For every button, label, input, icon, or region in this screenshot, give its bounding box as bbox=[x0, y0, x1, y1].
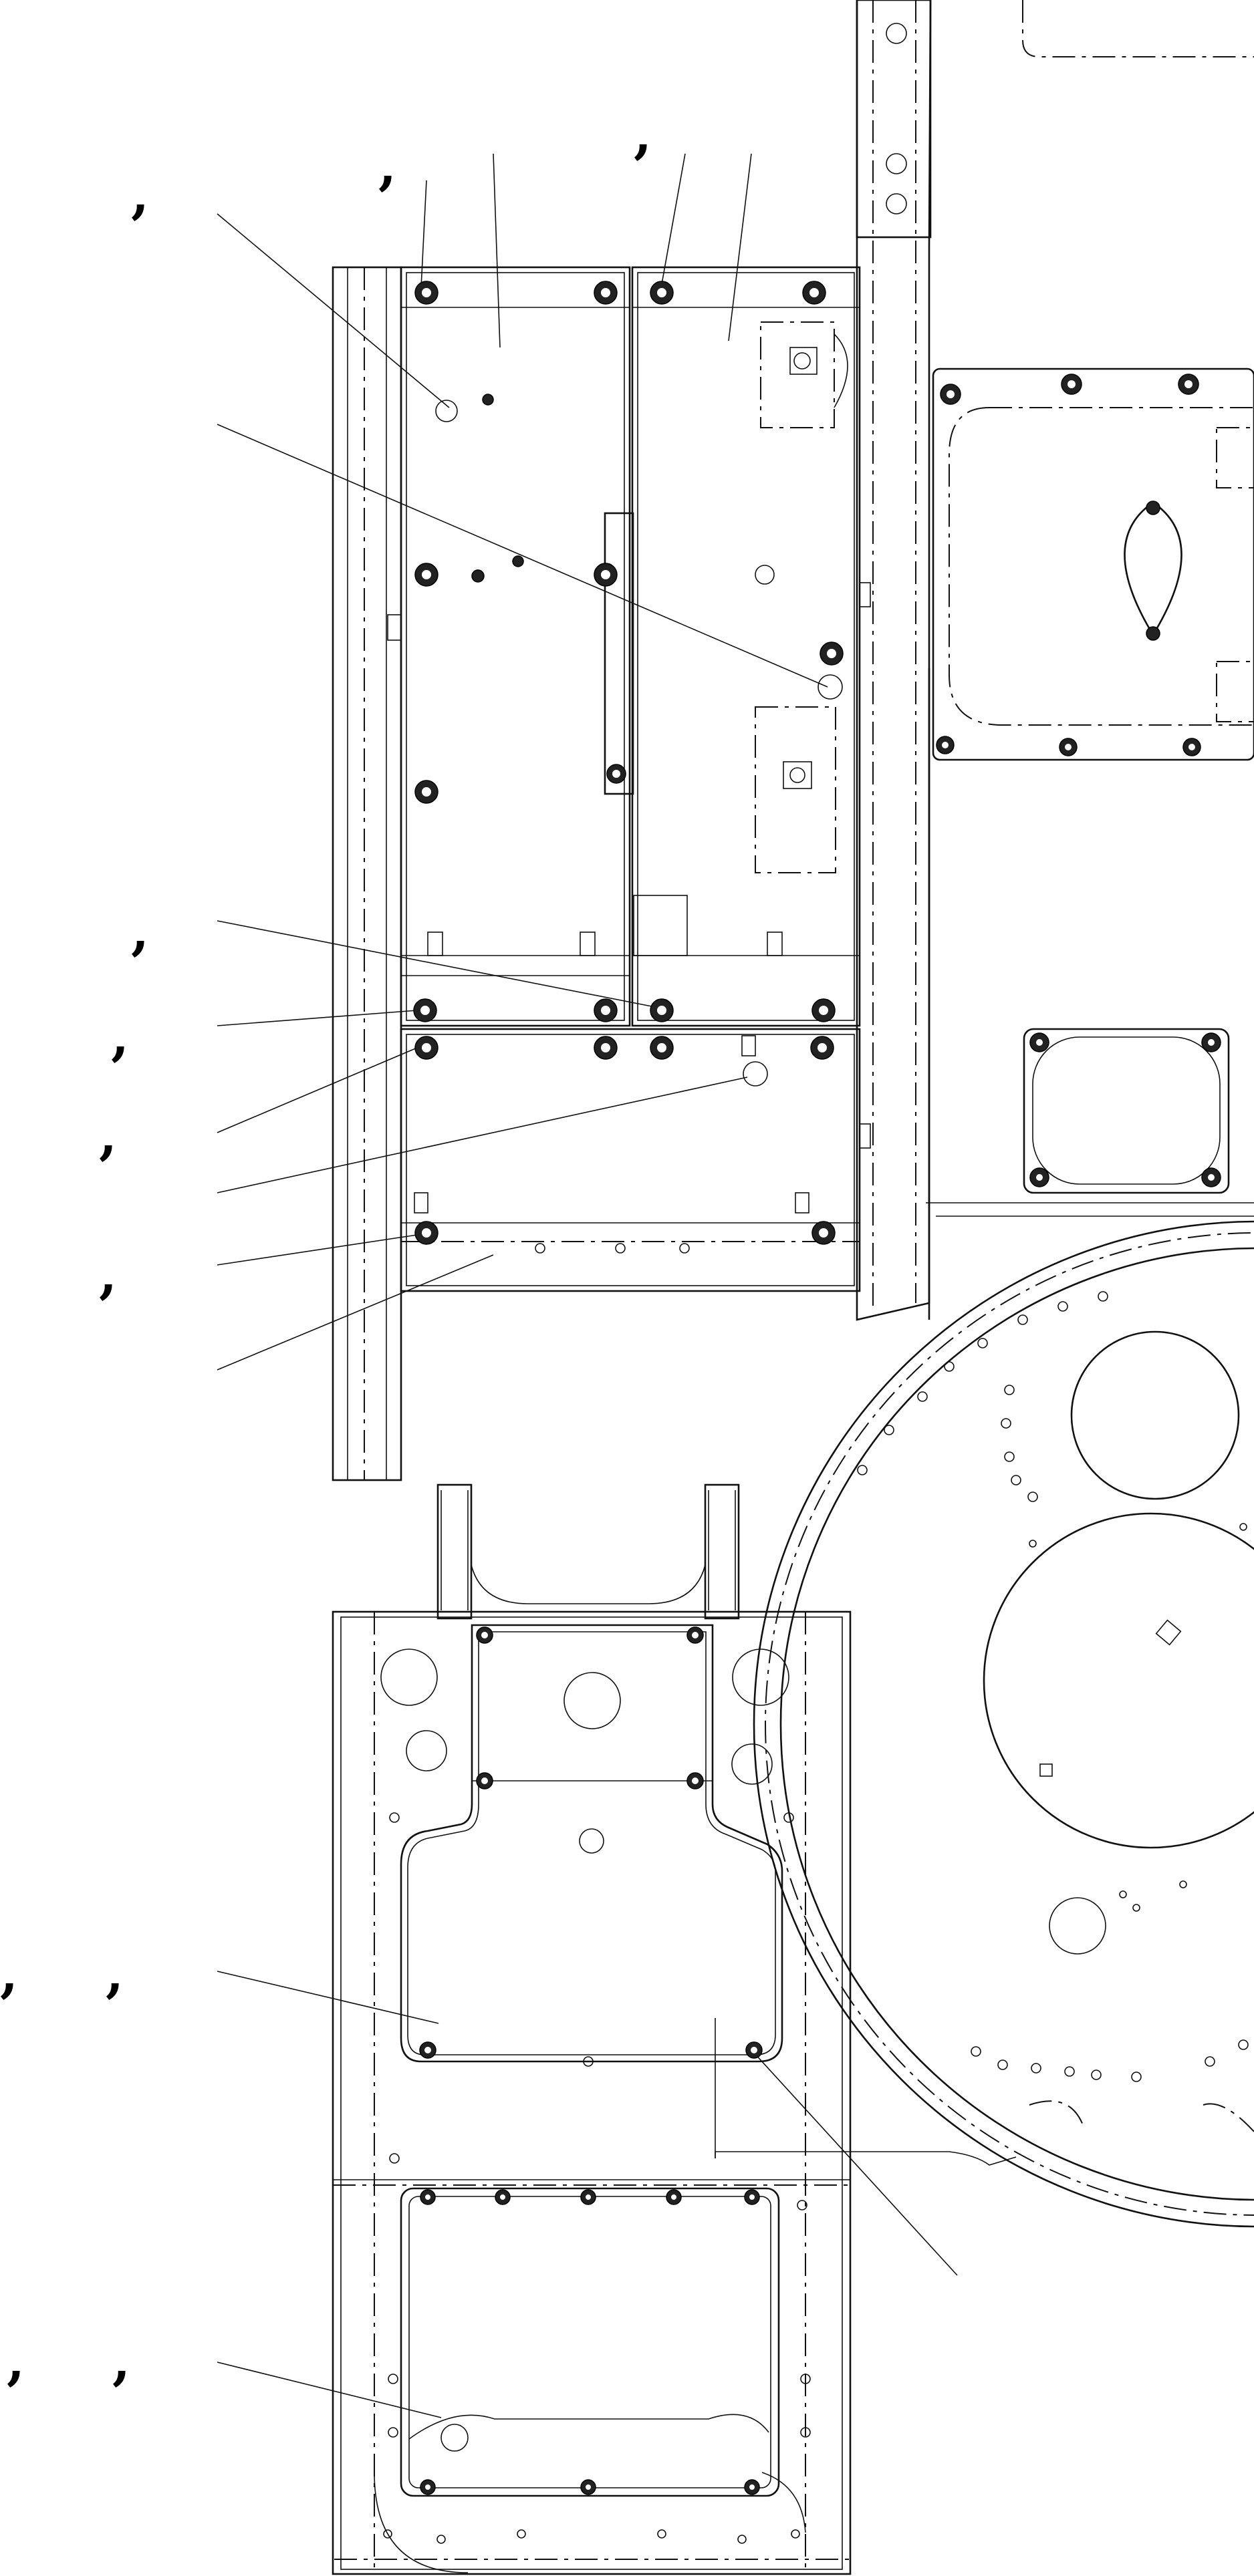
callout-mark: , bbox=[0, 1943, 18, 2004]
callout-mark: , bbox=[7, 2331, 25, 2392]
frame-edges bbox=[926, 668, 1254, 1320]
callout-mark: , bbox=[634, 104, 652, 165]
callout-mark: , bbox=[106, 1943, 124, 2004]
middle-cover-panel bbox=[400, 1028, 871, 1292]
callout-mark: , bbox=[378, 136, 396, 196]
left-rail bbox=[332, 266, 402, 1481]
lower-frame bbox=[332, 1483, 852, 2575]
upper-right-cover-panel bbox=[631, 266, 871, 1027]
callout-mark: , bbox=[99, 1244, 117, 1305]
callout-mark: , bbox=[112, 2331, 130, 2392]
callout-mark: , bbox=[131, 901, 149, 962]
callout-mark: , bbox=[111, 1006, 129, 1067]
upper-right-housing bbox=[932, 368, 1254, 761]
slewing-ring bbox=[715, 1220, 1254, 2228]
upper-left-cover-panel bbox=[400, 266, 634, 1027]
callout-mark: , bbox=[99, 1105, 117, 1166]
callout-marks: , , , , , , , , , , , bbox=[0, 104, 652, 2392]
inspection-window bbox=[1023, 1028, 1230, 1194]
lower-cover-plate-1 bbox=[389, 1624, 807, 2210]
lower-cover-plate-2 bbox=[334, 2187, 849, 2560]
bolts bbox=[413, 281, 844, 1245]
vertical-beam bbox=[856, 0, 1254, 1321]
callout-mark: , bbox=[131, 164, 149, 225]
